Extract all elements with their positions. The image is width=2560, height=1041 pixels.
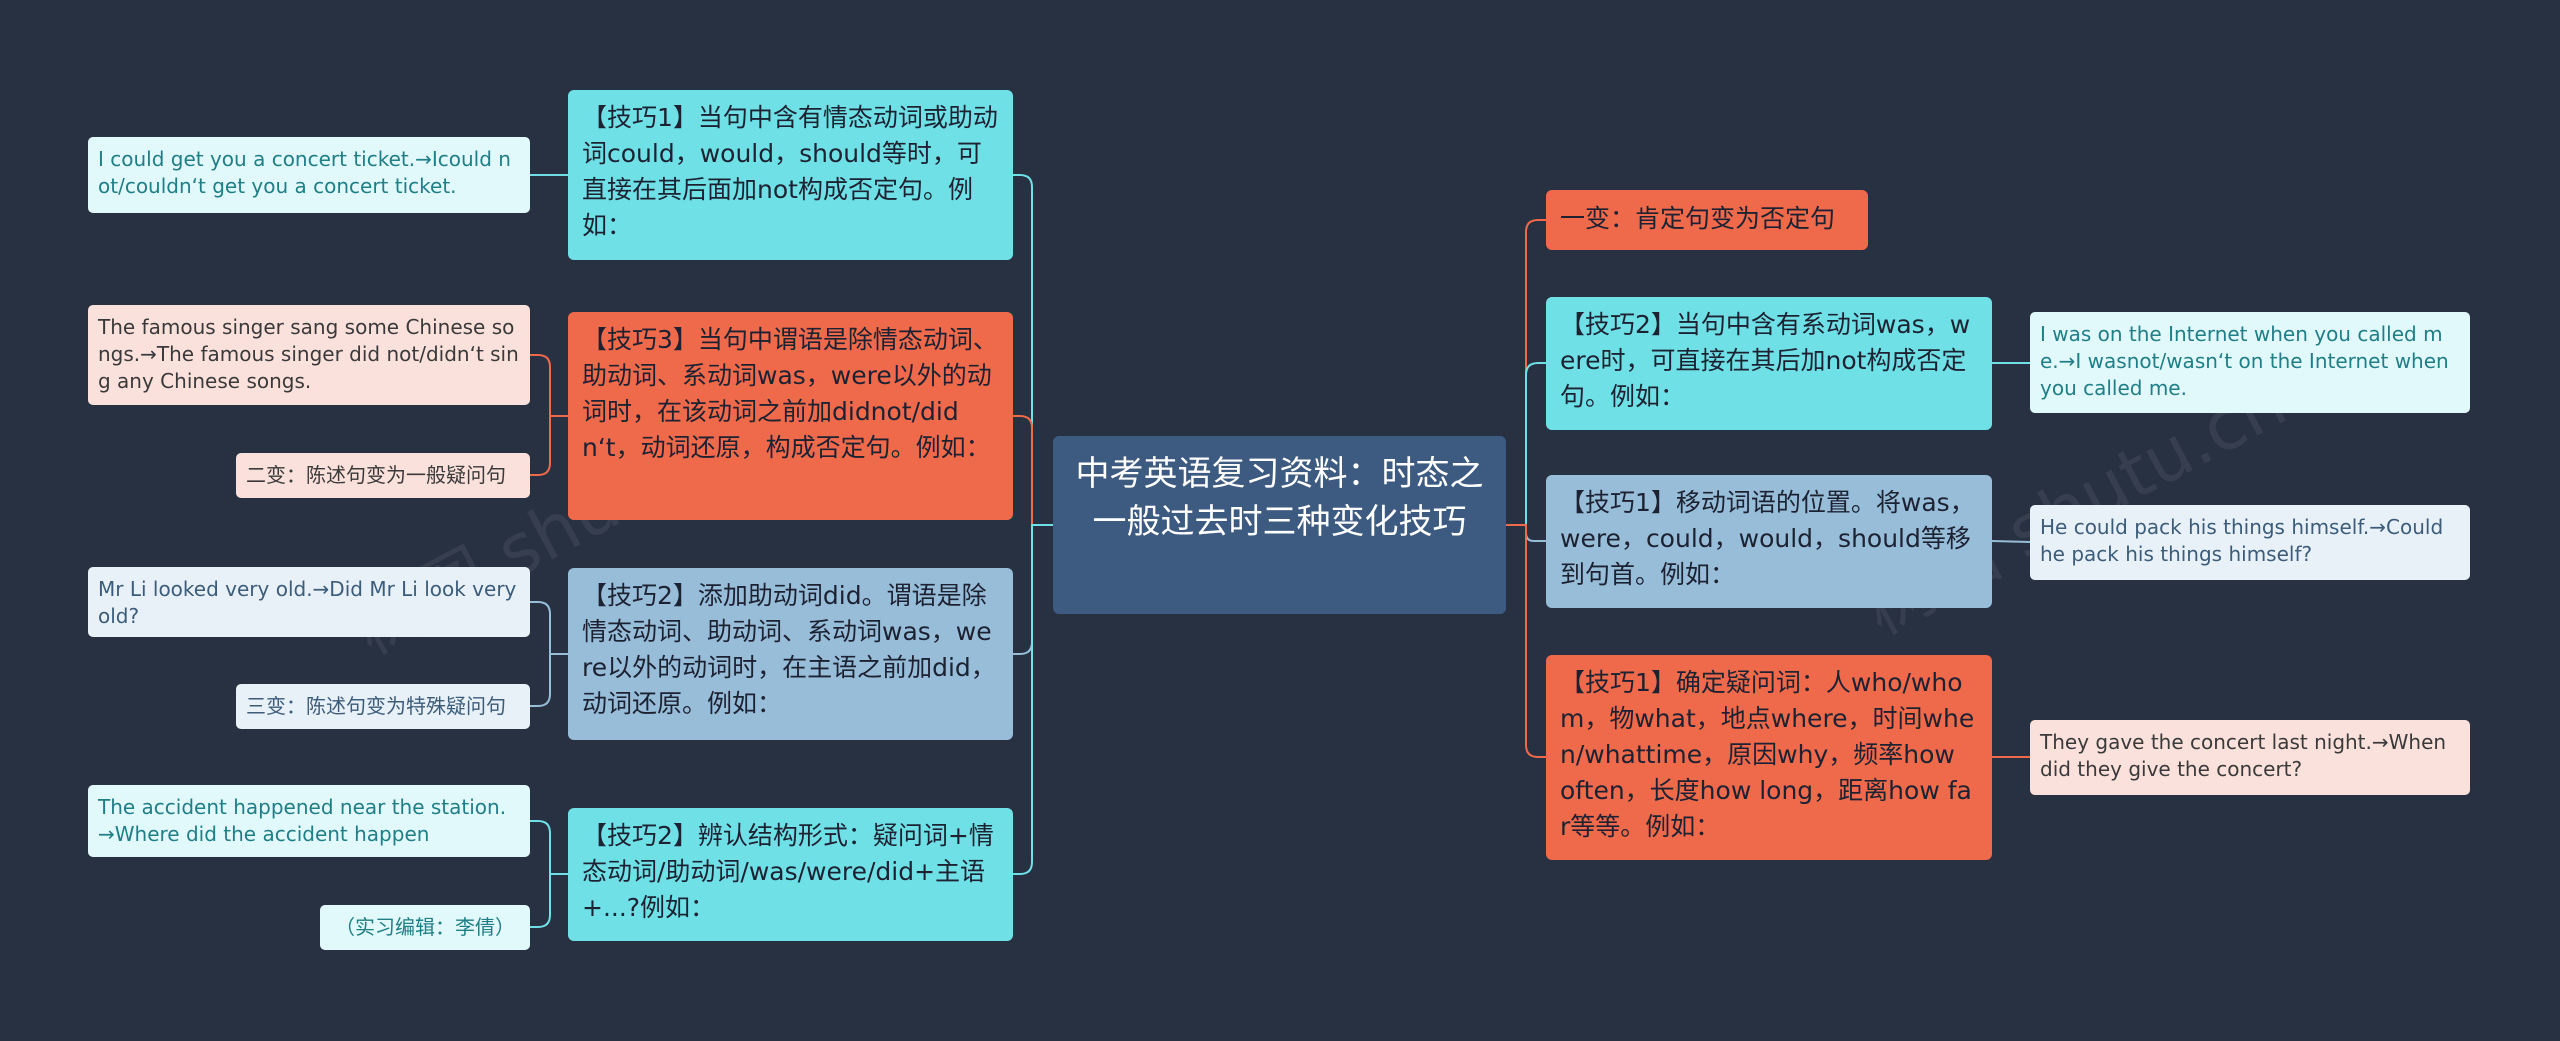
link-left3-leaf-a <box>530 601 568 655</box>
leaf-example-concert[interactable]: They gave the concert last night.→When d… <box>2030 720 2470 795</box>
leaf-second-change[interactable]: 二变：陈述句变为一般疑问句 <box>236 453 530 498</box>
leaf-third-change[interactable]: 三变：陈述句变为特殊疑问句 <box>236 684 530 729</box>
branch-right-question-words[interactable]: 【技巧1】确定疑问词：人who/whom，物what，地点where，时间whe… <box>1546 655 1992 860</box>
leaf-example-mr-li[interactable]: Mr Li looked very old.→Did Mr Li look ve… <box>88 567 530 637</box>
leaf-example-famous-singer[interactable]: The famous singer sang some Chinese song… <box>88 305 530 405</box>
leaf-example-accident[interactable]: The accident happened near the station.→… <box>88 785 530 857</box>
link-root-left-4 <box>1013 524 1053 875</box>
link-root-right-1 <box>1506 219 1546 526</box>
link-left4-leaf-b <box>530 873 568 928</box>
link-root-right-2 <box>1506 362 1546 526</box>
root-topic[interactable]: 中考英语复习资料：时态之一般过去时三种变化技巧 <box>1053 436 1506 614</box>
leaf-example-could[interactable]: I could get you a concert ticket.→Icould… <box>88 137 530 213</box>
link-left2-leaf-a <box>530 354 568 417</box>
branch-left-add-did[interactable]: 【技巧2】添加助动词did。谓语是除情态动词、助动词、系动词was，were以外… <box>568 568 1013 740</box>
link-root-right-4 <box>1506 524 1546 758</box>
link-root-left-2 <box>1013 415 1053 526</box>
leaf-example-internet[interactable]: I was on the Internet when you called me… <box>2030 312 2470 413</box>
link-left3-leaf-b <box>530 653 568 707</box>
branch-right-move-words[interactable]: 【技巧1】移动词语的位置。将was，were，could，would，shoul… <box>1546 475 1992 608</box>
leaf-example-pack-things[interactable]: He could pack his things himself.→Could … <box>2030 505 2470 580</box>
link-root-left-1 <box>1013 174 1053 526</box>
branch-left-question-structure[interactable]: 【技巧2】辨认结构形式：疑问词+情态动词/助动词/was/were/did+主语… <box>568 808 1013 941</box>
branch-right-was-were[interactable]: 【技巧2】当句中含有系动词was，were时，可直接在其后加not构成否定句。例… <box>1546 297 1992 430</box>
branch-left-could-would-should[interactable]: 【技巧1】当句中含有情态动词或助动词could，would，should等时，可… <box>568 90 1013 260</box>
link-left4-leaf-a <box>530 820 568 875</box>
link-right3-leaf <box>1991 540 2031 543</box>
branch-left-didnot[interactable]: 【技巧3】当句中谓语是除情态动词、助动词、系动词was，were以外的动词时，在… <box>568 312 1013 520</box>
branch-right-first-change[interactable]: 一变：肯定句变为否定句 <box>1546 190 1868 250</box>
link-left2-leaf-b <box>530 415 568 476</box>
leaf-editor-credit[interactable]: （实习编辑：李倩） <box>320 905 530 950</box>
